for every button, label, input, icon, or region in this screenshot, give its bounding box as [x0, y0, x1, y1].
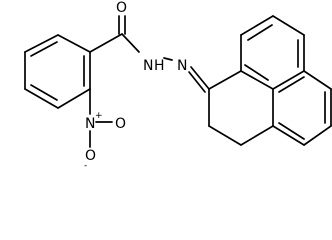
nitro-attachment: [89, 88, 113, 148]
nitro-nitrogen-label: N: [85, 116, 95, 132]
amide-hydrogen-label: H: [154, 58, 165, 74]
nitro-oxygen-charge: -: [84, 161, 87, 171]
amide-nitrogen-label: N: [143, 58, 153, 74]
nitro-nitrogen-charge: +: [95, 111, 103, 121]
tetrahydronaphthalene-rings: [208, 15, 332, 146]
nitro-oxygen-bottom-label: O: [85, 148, 96, 164]
benzene-ring: [24, 34, 91, 109]
chemical-structure-diagram: O N H N N + O O -: [24, 0, 332, 171]
hydrazone-nitrogen-label: N: [177, 58, 187, 74]
nitro-oxygen-right-label: O: [115, 116, 126, 132]
hydrazone-linkage: [163, 57, 210, 93]
carbonyl-oxygen-label: O: [116, 0, 127, 16]
amide-carbonyl: [89, 15, 140, 53]
